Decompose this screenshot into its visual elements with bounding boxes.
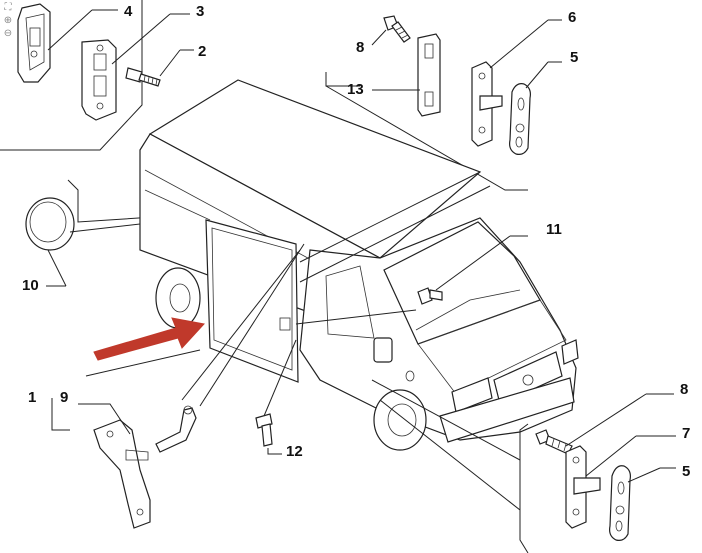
callout-1: 1: [28, 389, 36, 406]
inset-frame-bottom-left: [51, 243, 305, 431]
part-8-bolt-top[interactable]: [383, 15, 411, 43]
pointer-arrow: [93, 317, 205, 361]
inset-frame-top-right: [325, 72, 528, 191]
callout-8-top: 8: [356, 39, 364, 56]
zoom-out-icon[interactable]: ⊖: [3, 28, 13, 39]
part-13-plate[interactable]: [417, 33, 441, 117]
part-8-bolt-bottom[interactable]: [535, 429, 573, 455]
van-illustration: [139, 79, 579, 451]
part-9-hinge-arm[interactable]: [93, 419, 151, 529]
part-link-rod[interactable]: [155, 405, 197, 453]
callout-2: 2: [198, 43, 206, 60]
zoom-toolbar: ⛶ ⊕ ⊖: [2, 2, 16, 40]
fit-screen-icon[interactable]: ⛶: [4, 2, 12, 13]
inset-frame-bottom-right: [371, 379, 529, 553]
callout-10: 10: [22, 277, 39, 294]
callout-8-bottom: 8: [680, 381, 688, 398]
callout-5-bottom: 5: [682, 463, 690, 480]
callout-12: 12: [286, 443, 303, 460]
callout-3: 3: [196, 3, 204, 20]
part-12-bolt[interactable]: [255, 413, 273, 447]
part-10-grommet[interactable]: [25, 197, 75, 251]
part-5-slotted-plate-top[interactable]: [509, 83, 531, 155]
callout-5-top: 5: [570, 49, 578, 66]
callout-6: 6: [568, 9, 576, 26]
part-11-bolt[interactable]: [417, 287, 443, 305]
inset-frame-top-left: [0, 0, 143, 151]
callout-13: 13: [347, 81, 364, 98]
part-4-latch[interactable]: [17, 3, 51, 83]
callout-4: 4: [124, 3, 133, 20]
part-6-hinge-bracket[interactable]: [471, 61, 503, 147]
callout-7: 7: [682, 425, 690, 442]
part-3-striker-plate[interactable]: [81, 39, 117, 121]
zoom-in-icon[interactable]: ⊕: [3, 15, 13, 26]
part-2-bolt[interactable]: [125, 67, 161, 87]
part-5-slotted-plate-bottom[interactable]: [609, 465, 631, 541]
part-7-hinge-bracket[interactable]: [565, 445, 601, 529]
callout-9: 9: [60, 389, 68, 406]
callout-11: 11: [546, 221, 562, 238]
